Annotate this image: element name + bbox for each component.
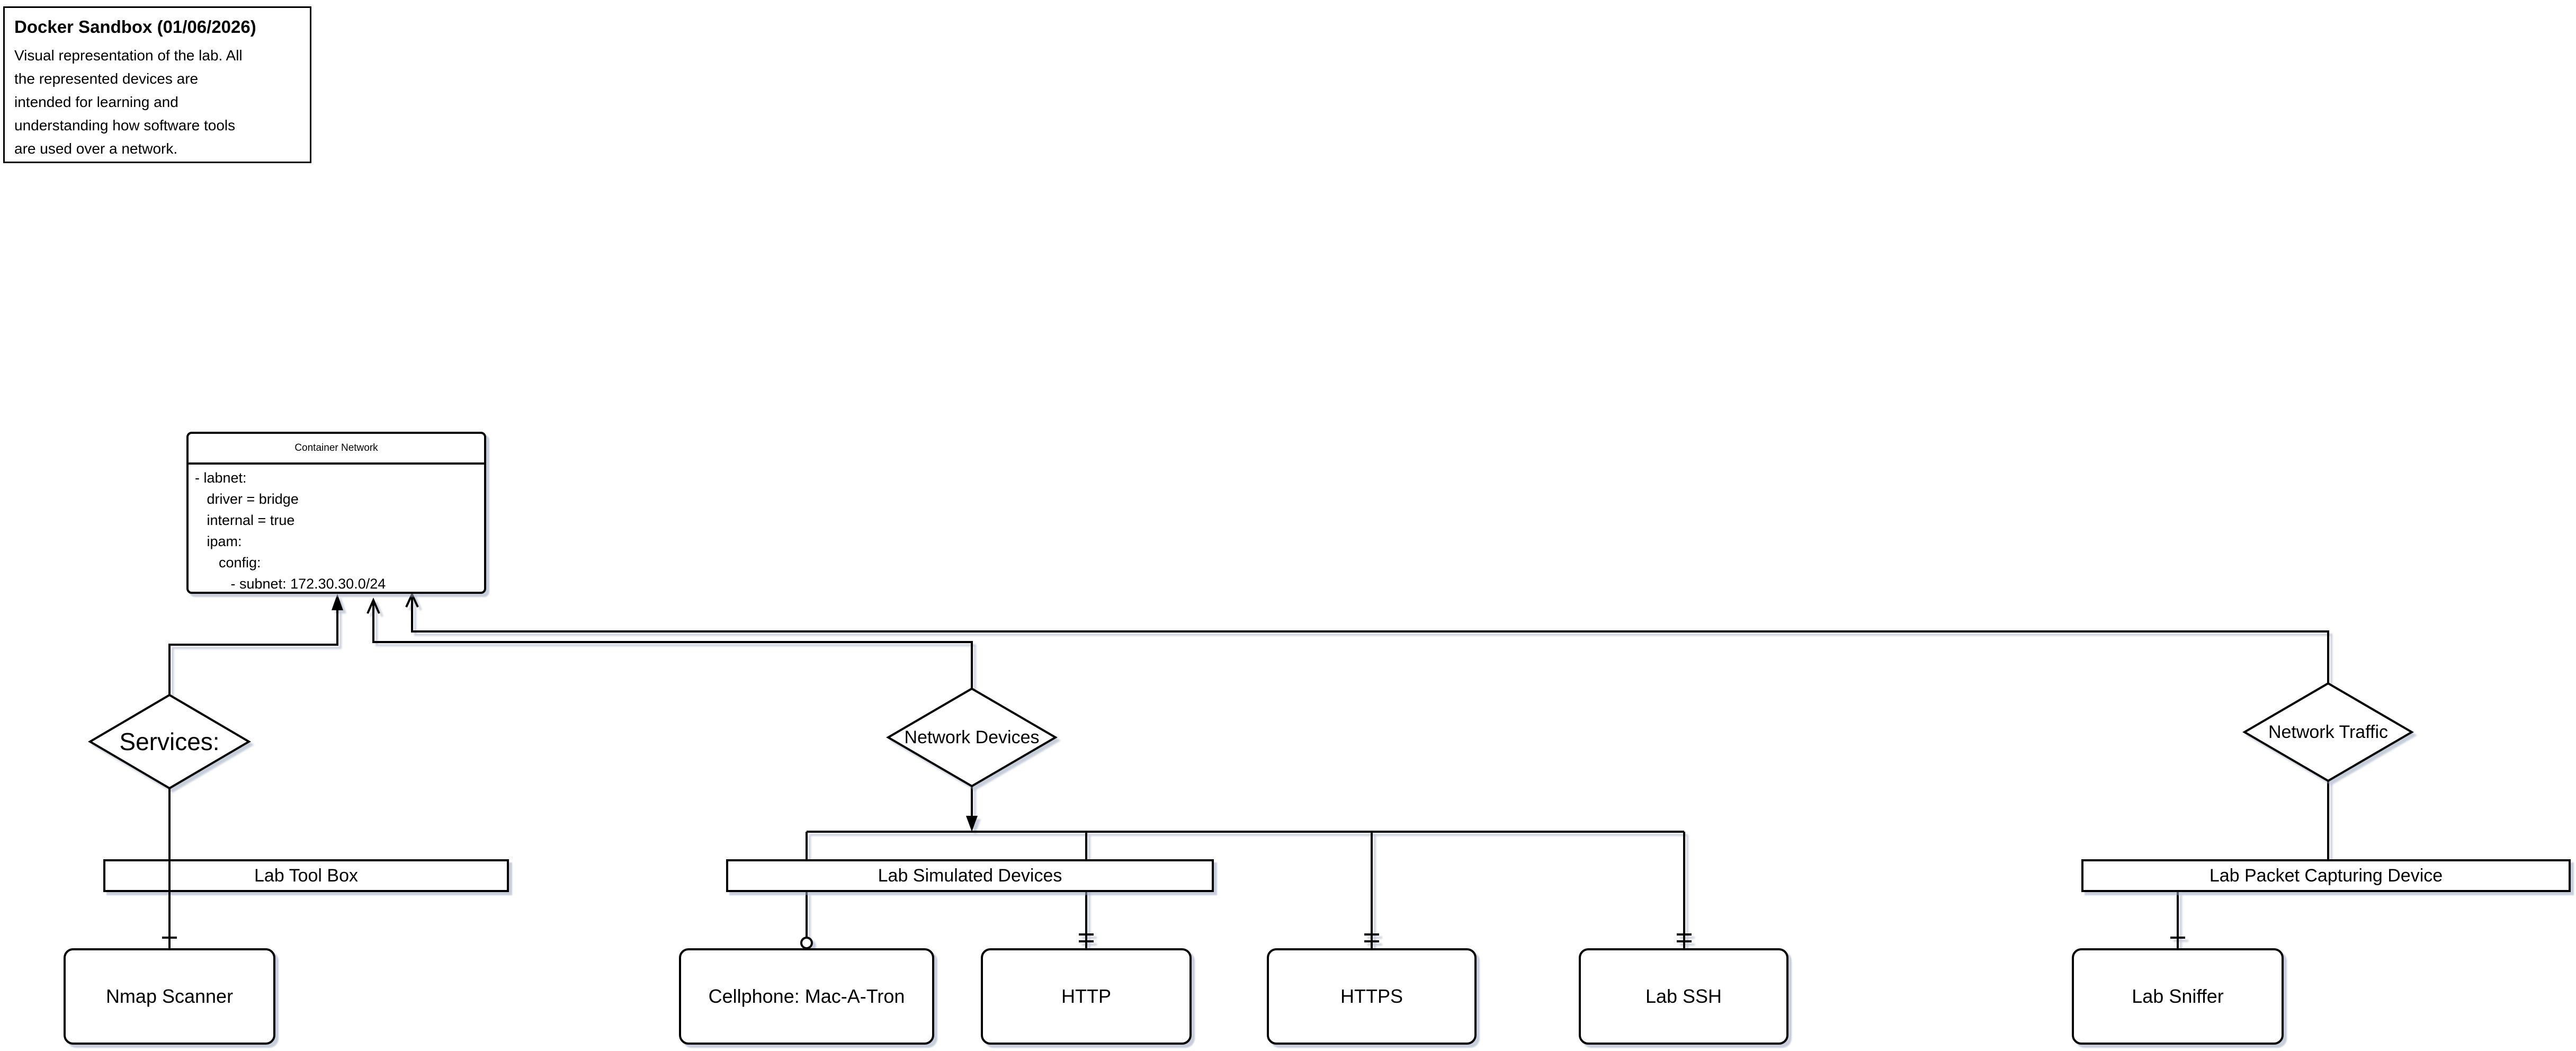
tick-ssh <box>1677 933 1692 942</box>
diamond-label-network-traffic: Network Traffic <box>2268 722 2389 742</box>
config-line: internal = true <box>195 512 295 528</box>
arrowhead-open-up-networktraffic <box>405 592 419 608</box>
node-lab-ssh: Lab SSH <box>1579 948 1788 1045</box>
arrowhead-solid-up-services <box>332 594 343 610</box>
config-line: config: <box>195 555 261 571</box>
tick-https <box>1364 933 1379 942</box>
edge-services-to-network <box>168 610 338 695</box>
node-http: HTTP <box>981 948 1192 1045</box>
arrowhead-open-up-networkdevices <box>366 598 380 614</box>
note-body-line: intended for learning and <box>14 94 178 110</box>
note-body-line: are used over a network. <box>14 140 178 157</box>
container-network-config: - labnet: driver = bridge internal = tru… <box>189 465 484 594</box>
note-body-line: Visual representation of the lab. All <box>14 47 243 64</box>
diamond-label-network-devices: Network Devices <box>904 727 1040 747</box>
config-line: driver = bridge <box>195 491 299 507</box>
tick-http <box>1079 933 1094 942</box>
diamond-label-services: Services: <box>119 728 220 755</box>
bar-lab-packet-capturing-device: Lab Packet Capturing Device <box>2081 859 2571 892</box>
node-nmap-scanner: Nmap Scanner <box>64 948 275 1045</box>
node-cellphone-mac-a-tron: Cellphone: Mac-A-Tron <box>679 948 934 1045</box>
container-network-box: Container Network - labnet: driver = bri… <box>186 432 486 594</box>
edge-networktraffic-to-network <box>411 594 2329 683</box>
arrowhead-solid-down-trunk <box>966 816 978 832</box>
note-box: Docker Sandbox (01/06/2026) Visual repre… <box>3 6 311 163</box>
node-https: HTTPS <box>1267 948 1477 1045</box>
note-body-line: understanding how software tools <box>14 117 236 133</box>
container-network-header: Container Network <box>189 434 484 465</box>
config-line: ipam: <box>195 533 242 549</box>
bar-lab-tool-box: Lab Tool Box <box>103 859 509 892</box>
circle-marker-cellphone <box>800 937 813 949</box>
config-line: - subnet: 172.30.30.0/24 <box>195 576 386 592</box>
edge-networkdevices-to-network <box>372 600 973 689</box>
note-body-line: the represented devices are <box>14 70 199 87</box>
config-line: - labnet: <box>195 470 247 486</box>
bar-lab-simulated-devices: Lab Simulated Devices <box>726 859 1214 892</box>
node-lab-sniffer: Lab Sniffer <box>2072 948 2284 1045</box>
note-title: Docker Sandbox (01/06/2026) <box>14 17 256 37</box>
